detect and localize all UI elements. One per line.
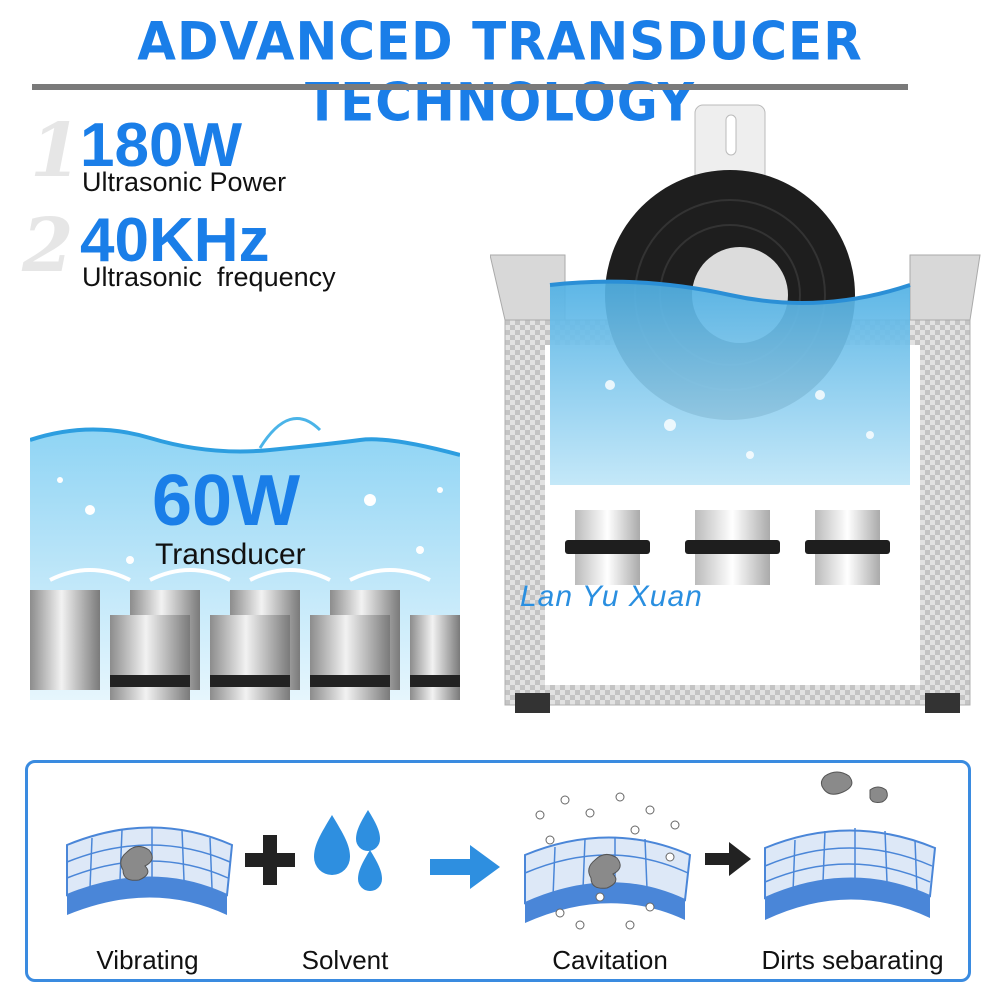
cleaning-process-panel [25, 760, 971, 982]
arrow-right-icon [430, 845, 500, 889]
plus-icon [245, 835, 295, 885]
title-underline [32, 84, 908, 90]
water-illustration [30, 416, 460, 700]
step-label-cavitation: Cavitation [552, 945, 668, 975]
step-label-solvent: Solvent [301, 945, 389, 975]
step-label-dirts-separating: Dirts sebarating [761, 945, 944, 975]
frequency-value: 40KHz [80, 206, 270, 275]
clean-surface-icon [764, 771, 937, 920]
transducer-label: Transducer [155, 538, 306, 571]
transducer-water-panel [30, 400, 460, 700]
ultrasonic-cleaner-illustration [490, 95, 990, 720]
power-value: 180W [80, 111, 242, 180]
frequency-label: Ultrasonic frequency [82, 262, 336, 292]
dirty-surface-icon [66, 826, 234, 915]
transducer-power-value: 60W [152, 461, 301, 541]
power-label: Ultrasonic Power [82, 167, 287, 197]
step-label-vibrating: Vibrating [96, 945, 199, 975]
spec-number-2: 2 [22, 203, 74, 289]
brand-watermark: Lan Yu Xuan [520, 580, 703, 613]
arrow-right-icon [705, 842, 751, 876]
spec-number-1: 1 [30, 108, 82, 194]
page-title: ADVANCED TRANSDUCER TECHNOLOGY [137, 11, 863, 133]
cavitation-bubbles-icon [524, 792, 692, 930]
water-drops-icon [314, 810, 382, 891]
